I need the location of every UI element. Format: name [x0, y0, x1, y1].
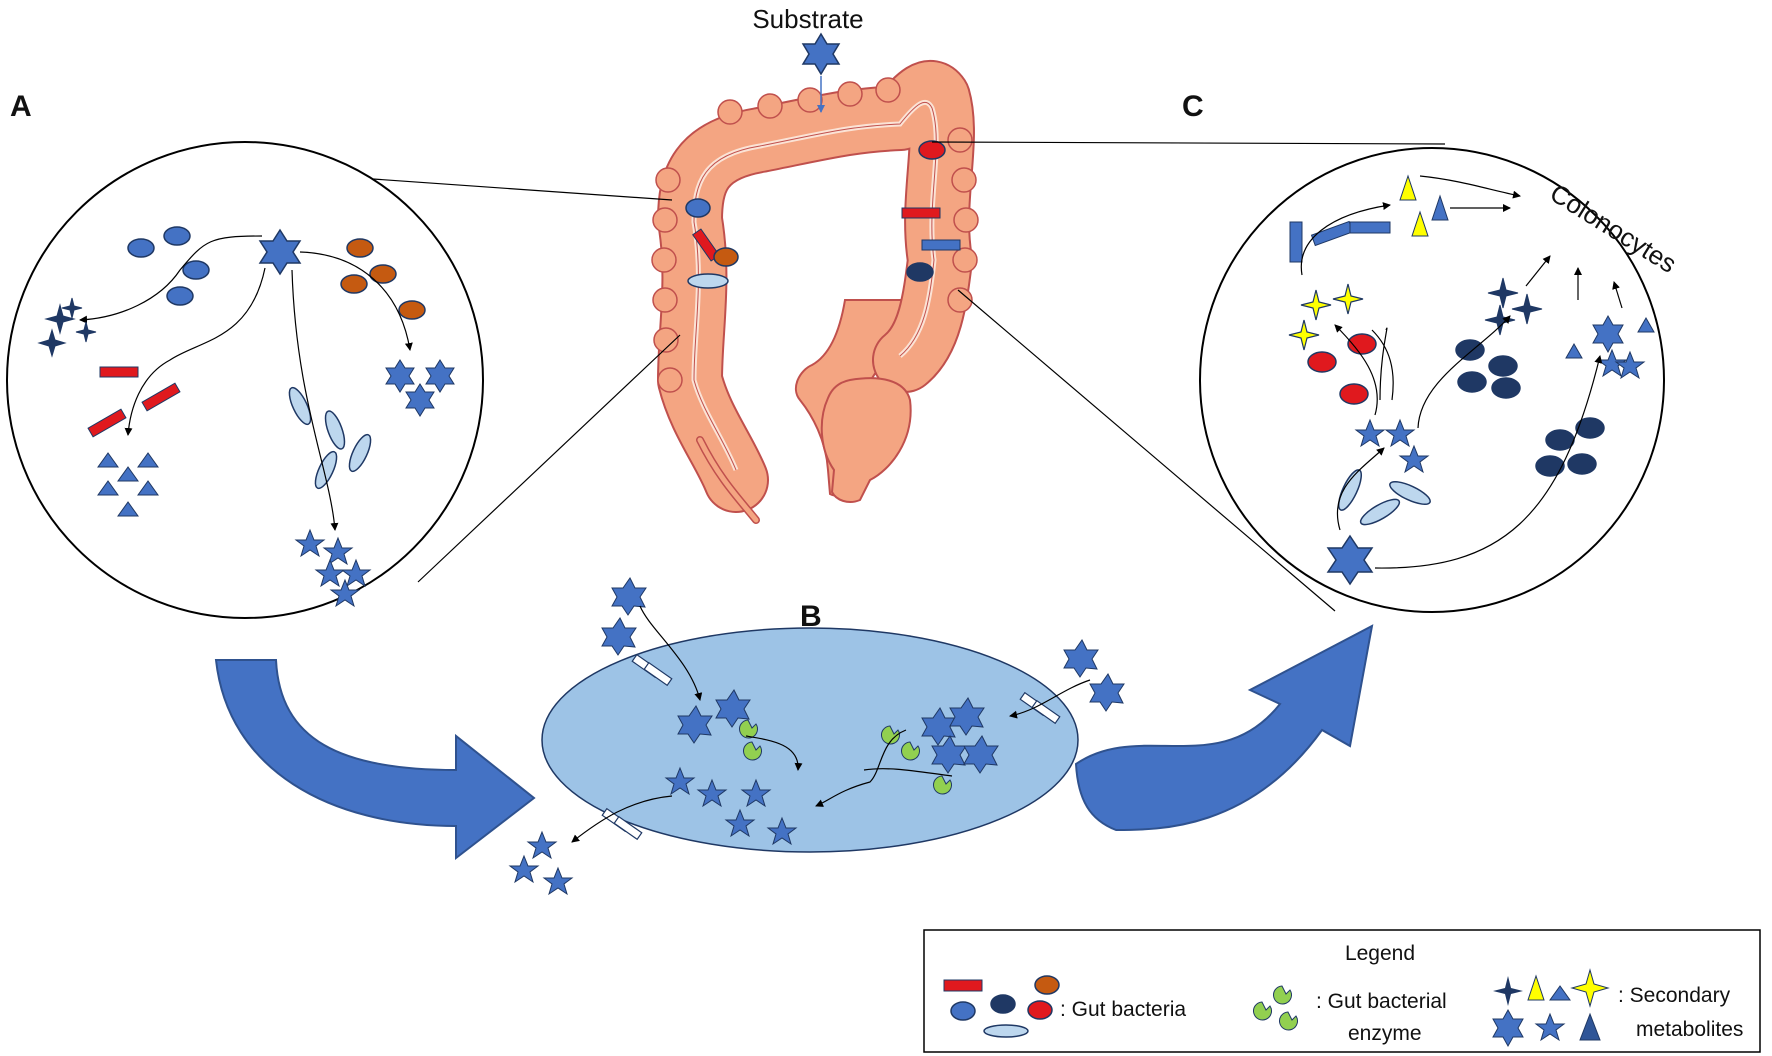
- substrate-icon: [801, 32, 841, 76]
- legend-metabolites-label-2: metabolites: [1636, 1018, 1743, 1041]
- legend-title: Legend: [1345, 942, 1415, 965]
- substrate-label: Substrate: [752, 4, 863, 34]
- legend-enzyme-label-1: : Gut bacterial: [1316, 990, 1447, 1013]
- legend-enzyme-icons: [1253, 985, 1298, 1031]
- panel-b-label: B: [800, 600, 822, 633]
- colon-illustration: [651, 60, 979, 524]
- legend-enzyme-label-2: enzyme: [1348, 1022, 1422, 1045]
- arrow-a-to-b: [214, 659, 536, 861]
- legend-metabolite-icons: [1492, 968, 1610, 1048]
- arrow-b-to-c: [1074, 624, 1374, 832]
- legend-metabolites-label-1: : Secondary: [1618, 984, 1731, 1007]
- panel-c-circle: Colonocytes: [1199, 147, 1682, 613]
- legend-box: [923, 929, 1761, 1053]
- panel-c-label: C: [1182, 90, 1204, 123]
- panel-a-label: A: [10, 90, 32, 123]
- panel-b-cell: [508, 577, 1125, 896]
- legend-bacteria-label: : Gut bacteria: [1060, 998, 1186, 1021]
- panel-a-circle: [6, 141, 484, 619]
- legend-bacteria-icons: [943, 975, 1060, 1038]
- legend: Legend : Gut bacteria : Gut bacterial en…: [923, 929, 1761, 1053]
